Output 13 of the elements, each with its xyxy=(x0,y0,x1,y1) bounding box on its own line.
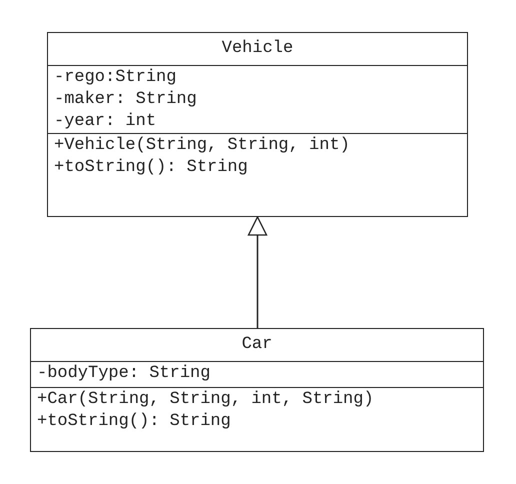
attribute-text: -maker: String xyxy=(54,89,197,111)
class-box xyxy=(30,328,484,452)
class-name: Car xyxy=(242,334,272,356)
attribute-text: -year: int xyxy=(54,111,156,133)
class-box xyxy=(47,32,468,217)
method-text: +toString(): String xyxy=(37,411,231,433)
method-text: +toString(): String xyxy=(54,157,248,179)
inheritance-arrow xyxy=(248,216,268,328)
method-text: +Vehicle(String, String, int) xyxy=(54,135,350,157)
attribute-text: -rego:String xyxy=(54,67,176,89)
class-name: Vehicle xyxy=(222,38,294,60)
attribute-text: -bodyType: String xyxy=(37,363,210,385)
method-text: +Car(String, String, int, String) xyxy=(37,389,374,411)
